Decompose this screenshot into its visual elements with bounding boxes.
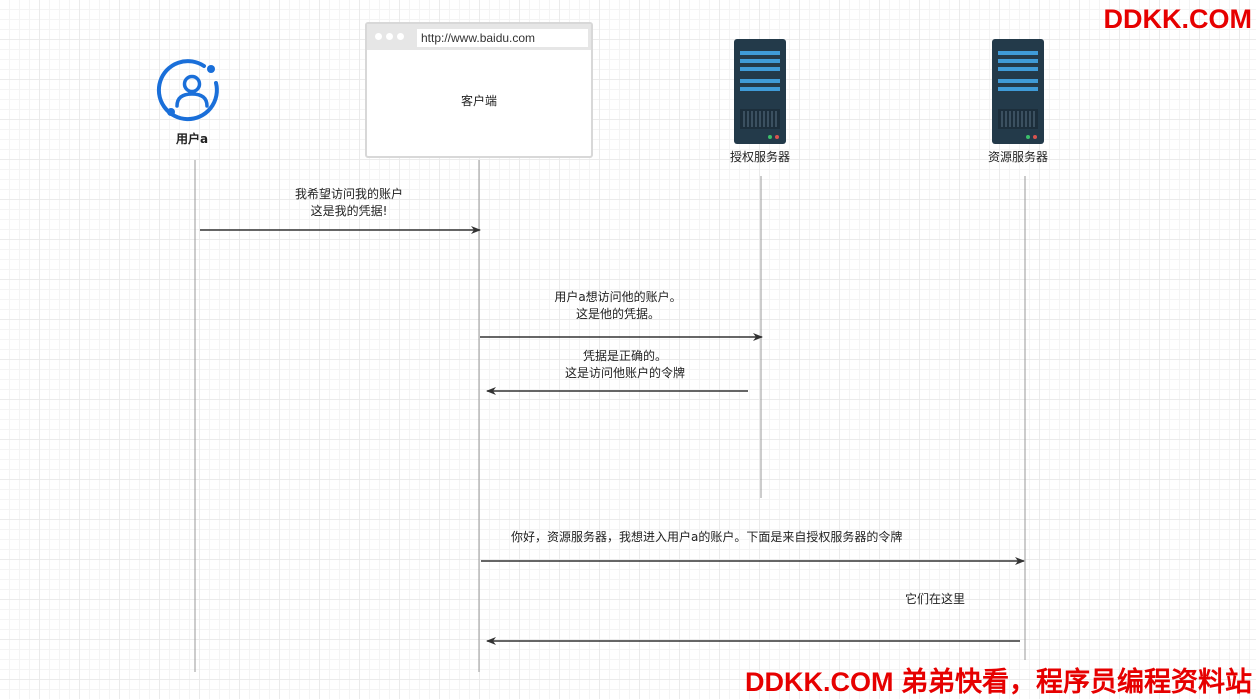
browser-dots-icon (375, 33, 408, 52)
message-label-4: 你好，资源服务器，我想进入用户a的账户。下面是来自授权服务器的令牌 (511, 530, 903, 544)
browser-title-bar: http://www.baidu.com (367, 24, 591, 50)
message-label-3: 凭据是正确的。 这是访问他账户的令牌 (564, 349, 686, 380)
browser-window-icon: http://www.baidu.com 客户端 (365, 22, 593, 158)
server-icon (734, 39, 786, 144)
watermark-top: DDKK.COM (1103, 4, 1253, 34)
actor-label-auth-server: 授权服务器 (729, 150, 791, 164)
message-label-5: 它们在这里 (905, 592, 966, 606)
user-circle-icon (156, 59, 219, 122)
browser-url-field: http://www.baidu.com (417, 29, 588, 47)
message-label-1: 我希望访问我的账户 这是我的凭据! (294, 187, 404, 218)
actor-label-resource-server: 资源服务器 (987, 150, 1049, 164)
message-label-2: 用户a想访问他的账户。 这是他的凭据。 (554, 290, 682, 321)
server-icon (992, 39, 1044, 144)
watermark-bottom: DDKK.COM 弟弟快看，程序员编程资料站 (745, 667, 1252, 697)
actor-label-user: 用户a (175, 132, 209, 146)
actor-label-client: 客户端 (460, 94, 497, 108)
